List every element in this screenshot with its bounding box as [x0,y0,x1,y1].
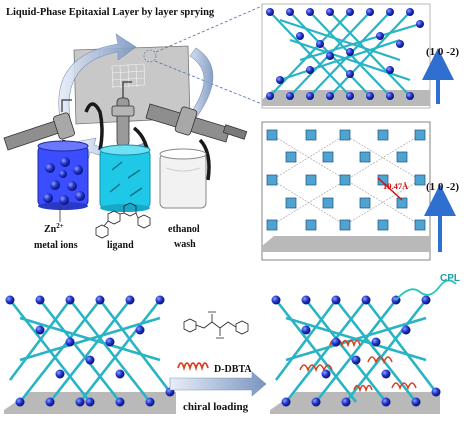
mof-film-right [270,295,441,414]
chiral-loading-label: chiral loading [183,401,249,413]
mof-panel-top [261,3,431,109]
plane-label-mid: (1 0 -2) [426,181,459,193]
spray-gun-metal [3,99,75,151]
structure-panel: 19.47Å [261,121,431,261]
structure-nodes [266,129,426,231]
metal-ions-label: metal ions [34,240,78,251]
mof-nodes [266,8,424,100]
zn-label: Zn2+ [44,206,64,235]
beaker-ligand [99,144,151,212]
ligand-label: ligand [107,240,134,251]
ligand-molecule [95,202,151,239]
helix-icon [177,362,209,372]
svg-text:Zn2+: Zn2+ [44,222,64,235]
beaker-ethanol [159,148,207,209]
spray-gun-ethanol [145,103,248,143]
zoom-circle [143,49,157,63]
plane-label-top: (1 0 -2) [426,46,459,58]
beaker-metal-ions [37,140,89,210]
dbta-label: D-DBTA [214,364,252,375]
cpl-wave [395,279,457,301]
mof-film-left [4,295,176,414]
dbta-molecule [183,311,249,339]
distance-line [377,177,403,201]
loading-arrow [169,371,267,397]
spray-gun-ligand [111,81,135,147]
distance-label: 19.47Å [383,181,409,191]
cpl-label: CPL [440,273,460,284]
diagram-title: Liquid-Phase Epitaxial Layer by layer sp… [6,7,215,18]
ethanol-label: ethanol [168,224,200,235]
wash-label: wash [174,239,196,250]
